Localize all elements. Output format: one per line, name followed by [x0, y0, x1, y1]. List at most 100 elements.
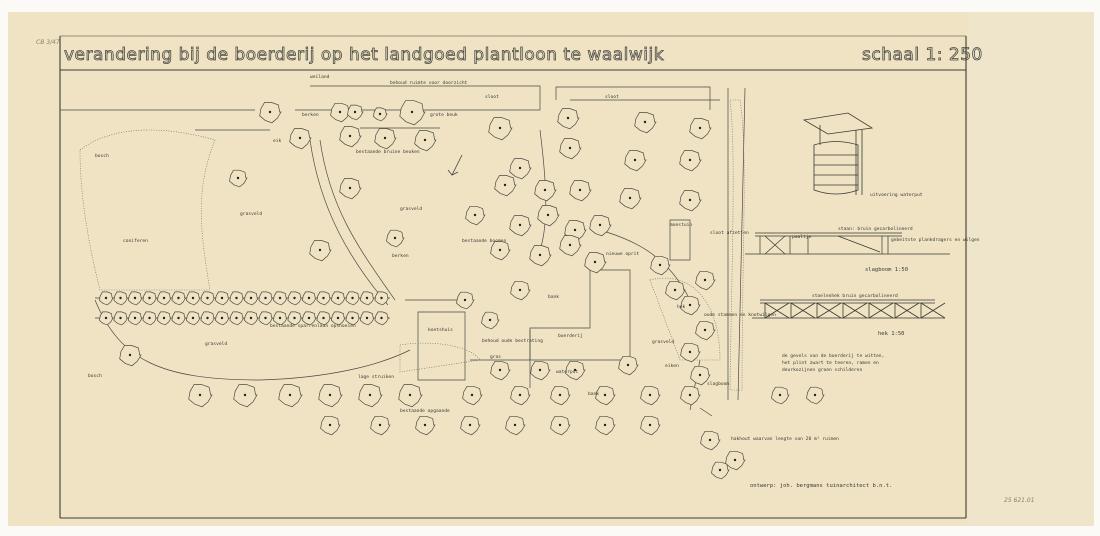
tree-icon [302, 311, 317, 326]
label-coppice: hakhout waarvan lengte van 20 m¹ ruimen [731, 436, 839, 442]
tree-icon [287, 291, 303, 306]
tree-icon [229, 169, 248, 188]
tree-icon [650, 255, 671, 276]
tree-icon [665, 280, 686, 301]
well-elevation [802, 112, 874, 195]
label-oaks: eiken [665, 363, 679, 369]
label-ditch: sloot [485, 94, 499, 100]
label-grass: gras [490, 355, 501, 360]
tree-icon [186, 291, 201, 306]
tree-icon [360, 291, 375, 306]
tree-icon [244, 291, 259, 306]
fence-top-note: stoelenhek bruin gecarbolineerd [812, 293, 898, 299]
tree-icon [595, 385, 616, 406]
label-bench: bank [548, 294, 559, 300]
tree-icon [589, 215, 612, 237]
tree-icon [374, 128, 397, 150]
tree-icon [233, 384, 258, 408]
label-low-shrubs: lage struiken [358, 374, 394, 380]
tree-icon [689, 118, 712, 140]
tree-icon [505, 415, 526, 436]
tree-icon [128, 311, 143, 326]
tree-icon [529, 245, 552, 267]
label-big-beech: grote beuk [430, 112, 458, 118]
tree-icon [456, 291, 475, 310]
tree-icon [259, 102, 282, 124]
tree-icon [320, 415, 341, 436]
label-fence: hek [677, 304, 686, 310]
tree-icon [302, 291, 317, 306]
tree-icon [725, 450, 746, 471]
tree-icon [99, 311, 114, 326]
tree-icon [331, 311, 346, 326]
tree-icon [374, 291, 390, 306]
tree-icon [339, 126, 362, 148]
corner-mark: CB 3/47 [36, 39, 60, 46]
label-old-trunks: oude stammen en knotwilgen [704, 312, 776, 318]
label-weiland: weiland [310, 74, 330, 80]
tree-icon [318, 384, 343, 408]
tree-icon [690, 365, 711, 386]
note-line: de gevels van de boerderij te witten, [782, 353, 884, 359]
tree-icon [559, 138, 582, 160]
tree-icon [700, 430, 721, 451]
tree-icon [680, 385, 701, 406]
tree-icon [374, 311, 390, 326]
tree-icon [534, 180, 557, 202]
tree-icon [569, 180, 592, 202]
tree-icon [595, 415, 616, 436]
tree-icon [339, 178, 362, 200]
tree-icon [229, 291, 245, 306]
tree-icon [309, 240, 332, 262]
label-existing-trees: bestaande boomen [462, 238, 506, 244]
tree-icon [244, 311, 259, 326]
archive-number: 25 621.01 [1004, 497, 1035, 504]
label-barrier: slagboom [707, 381, 729, 387]
barrier-top-note: staan: bruin gecarbolineerd [838, 226, 913, 232]
tree-icon [273, 311, 288, 326]
paper-margin [968, 12, 1094, 526]
label-birches: berken [302, 112, 319, 118]
label-farmhouse: boerderij [558, 333, 583, 339]
tree-icon [399, 100, 426, 126]
tree-icon [414, 130, 437, 152]
tree-icon [119, 345, 142, 367]
woodland-mass [649, 277, 721, 361]
tree-icon [680, 342, 701, 363]
label-new-drive: nieuwe oprit [606, 251, 639, 257]
tree-icon [215, 311, 230, 326]
tree-icon [695, 270, 716, 291]
tree-icon [258, 291, 274, 306]
label-lawn: grasveld [400, 206, 422, 212]
tree-icon [624, 150, 647, 172]
woodland-mass [399, 342, 481, 373]
label-well: waterput [556, 369, 578, 375]
tree-icon [345, 311, 361, 326]
designer-credit: ontwerp: joh. bergmans tuinarchitect b.n… [750, 483, 892, 489]
plan-lines [60, 85, 746, 417]
label-woods: bosch [95, 153, 109, 159]
tree-icon [415, 415, 436, 436]
tree-icon [640, 385, 661, 406]
tree-icon [345, 291, 361, 306]
tree-icon [200, 311, 216, 326]
tree-icon [680, 295, 701, 316]
tree-icon [565, 360, 586, 381]
label-copper-beeches: bestaande bruine beuken [356, 149, 420, 155]
tree-icon [530, 360, 551, 381]
tree-icon [273, 291, 288, 306]
tree-icon [186, 311, 201, 326]
tree-icon [550, 385, 571, 406]
tree-icon [331, 291, 346, 306]
plan-labels: weiland behoud ruimte voor doorzicht slo… [88, 74, 892, 489]
tree-icon [490, 360, 511, 381]
tree-icon [215, 291, 230, 306]
woodland-masses [79, 99, 745, 391]
tree-icon [462, 385, 483, 406]
barrier-side-note: gebeitste plankdragers en wilgen [891, 237, 980, 243]
tree-icon [370, 415, 391, 436]
tree-icon [287, 311, 303, 326]
barrier-elevation [745, 232, 950, 255]
tree-icon [509, 215, 532, 237]
